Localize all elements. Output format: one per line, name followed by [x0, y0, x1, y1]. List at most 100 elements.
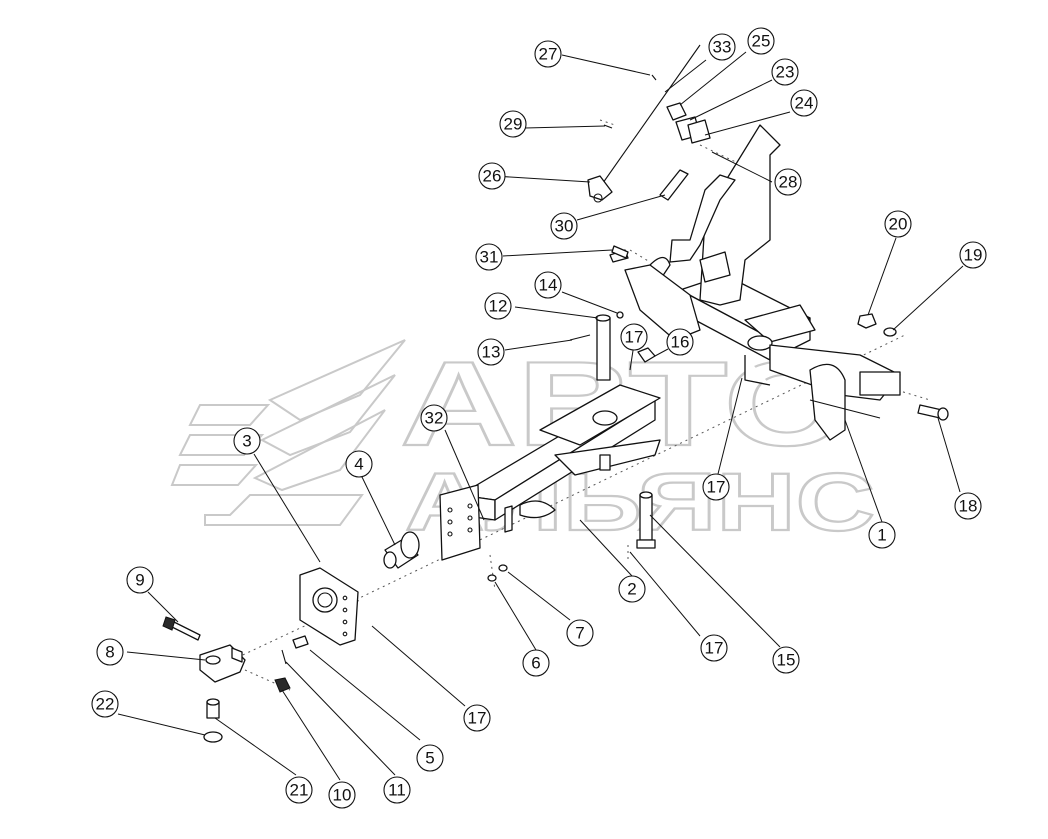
callout-15: 15 [772, 646, 800, 674]
svg-text:4: 4 [354, 455, 363, 474]
part-26-bracket [587, 175, 613, 203]
callout-12: 12 [484, 292, 512, 320]
part-22-washer [203, 731, 223, 743]
callout-30: 30 [550, 212, 578, 240]
part-33-rod [597, 44, 701, 191]
svg-text:26: 26 [483, 167, 502, 186]
svg-text:28: 28 [779, 173, 798, 192]
svg-text:17: 17 [707, 478, 726, 497]
callouts: 1 2 3 4 5 6 7 8 9 10 11 12 13 14 15 16 1… [91, 27, 987, 809]
callout-33: 33 [708, 33, 736, 61]
cylinder-assembly [609, 124, 781, 341]
callout-31: 31 [475, 243, 503, 271]
svg-text:3: 3 [242, 432, 251, 451]
svg-text:31: 31 [480, 248, 499, 267]
assembly-axis-lines [231, 119, 931, 691]
callout-26: 26 [478, 162, 506, 190]
part-24-clamp [687, 119, 711, 144]
svg-text:1: 1 [877, 526, 886, 545]
part-27-pin [651, 74, 657, 81]
svg-text:22: 22 [96, 695, 115, 714]
callout-17-lower-left: 17 [463, 704, 491, 732]
svg-text:29: 29 [504, 115, 523, 134]
svg-text:33: 33 [713, 38, 732, 57]
callout-29: 29 [499, 110, 527, 138]
leader-lines [117, 51, 964, 781]
svg-text:24: 24 [795, 94, 814, 113]
part-3-flange-plate [299, 567, 359, 646]
svg-text:18: 18 [959, 497, 978, 516]
callout-19: 19 [959, 241, 987, 269]
part-31-roller [611, 245, 629, 259]
part-12-post [595, 314, 611, 381]
svg-text:14: 14 [539, 276, 558, 295]
part-6-nut [487, 574, 497, 582]
callout-24: 24 [790, 89, 818, 117]
callout-10: 10 [328, 781, 356, 809]
callout-13: 13 [477, 338, 505, 366]
svg-text:17: 17 [468, 709, 487, 728]
callout-9: 9 [126, 566, 154, 594]
svg-text:17: 17 [705, 639, 724, 658]
callout-23: 23 [771, 58, 799, 86]
svg-text:27: 27 [539, 45, 558, 64]
svg-text:23: 23 [776, 63, 795, 82]
part-30-strip [659, 169, 689, 201]
svg-text:8: 8 [105, 643, 114, 662]
part-21-sleeve [206, 698, 220, 719]
part-14-nut [616, 311, 624, 319]
svg-text:20: 20 [889, 215, 908, 234]
part-2-drawbar [459, 384, 661, 521]
part-15-long-bolt [636, 491, 656, 549]
callout-18: 18 [954, 492, 982, 520]
callout-8: 8 [96, 638, 124, 666]
part-10-nut [274, 677, 291, 693]
part-9-bolt [162, 616, 201, 641]
callout-6: 6 [522, 649, 550, 677]
part-18-bolt [917, 404, 949, 421]
part-32-end-plate [439, 484, 513, 561]
svg-text:5: 5 [425, 749, 434, 768]
callout-1: 1 [868, 521, 896, 549]
callout-21: 21 [285, 776, 313, 804]
svg-text:19: 19 [964, 246, 983, 265]
callout-17-lower-right: 17 [700, 634, 728, 662]
svg-text:12: 12 [489, 297, 508, 316]
svg-text:25: 25 [752, 32, 771, 51]
svg-text:21: 21 [290, 781, 309, 800]
callout-17-upper: 17 [620, 323, 648, 351]
callout-3: 3 [233, 427, 261, 455]
watermark-logo-stripes [170, 339, 406, 526]
svg-text:16: 16 [671, 333, 690, 352]
callout-17-mid: 17 [702, 473, 730, 501]
callout-28: 28 [774, 168, 802, 196]
callout-32: 32 [420, 404, 448, 432]
callout-16: 16 [666, 328, 694, 356]
svg-text:17: 17 [625, 328, 644, 347]
callout-4: 4 [345, 450, 373, 478]
part-13-pin [569, 334, 591, 341]
callout-11: 11 [383, 776, 411, 804]
svg-text:2: 2 [627, 580, 636, 599]
callout-25: 25 [747, 27, 775, 55]
part-8-clevis [199, 644, 246, 683]
callout-27: 27 [534, 40, 562, 68]
callout-20: 20 [884, 210, 912, 238]
svg-text:30: 30 [555, 217, 574, 236]
callout-22: 22 [91, 690, 119, 718]
callout-14: 14 [534, 271, 562, 299]
svg-text:13: 13 [482, 343, 501, 362]
part-4-bushing [383, 531, 420, 569]
svg-text:10: 10 [333, 786, 352, 805]
svg-text:32: 32 [425, 409, 444, 428]
svg-text:15: 15 [777, 651, 796, 670]
part-25-block [666, 102, 687, 121]
part-5-screw [292, 635, 309, 649]
part-7-washer [498, 564, 508, 572]
svg-text:7: 7 [575, 624, 584, 643]
callout-2: 2 [618, 575, 646, 603]
part-29-pin [603, 124, 613, 129]
part-11-pin [281, 649, 287, 665]
parts [162, 44, 949, 743]
